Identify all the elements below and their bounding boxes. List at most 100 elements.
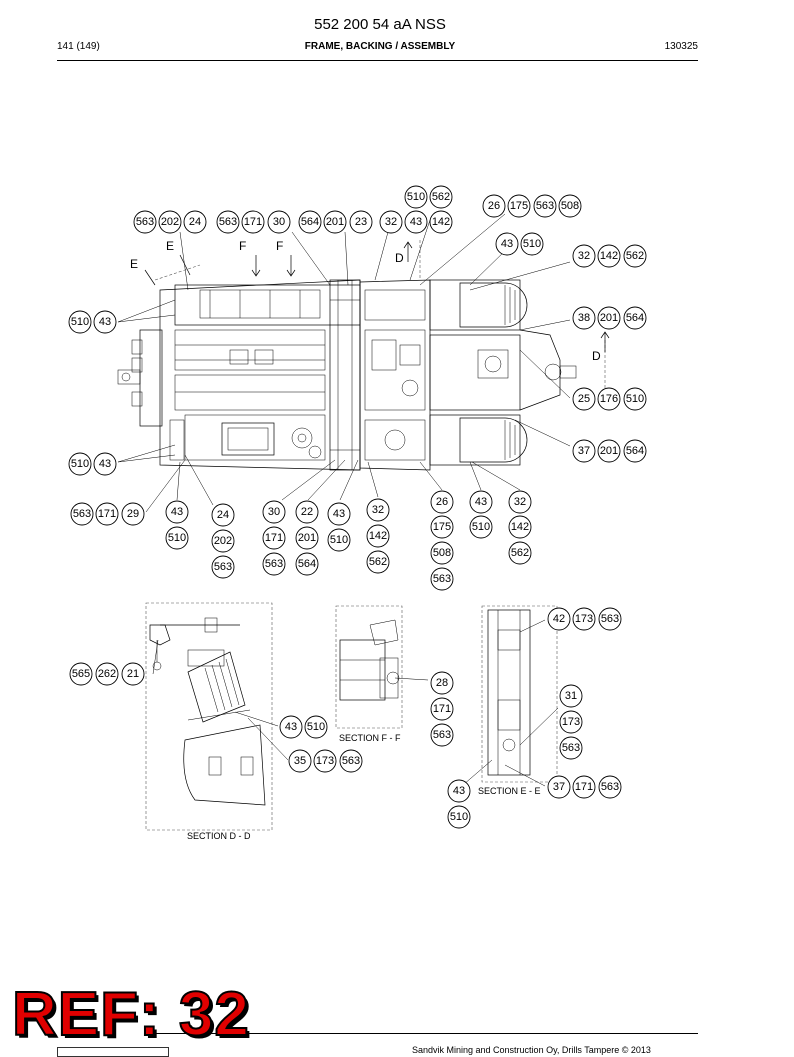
part-bubble: 43: [404, 210, 428, 234]
part-bubble: 510: [520, 232, 544, 256]
svg-text:562: 562: [511, 547, 529, 559]
leader-lines: [117, 213, 571, 513]
part-bubble: 23: [349, 210, 373, 234]
svg-text:562: 562: [369, 556, 387, 568]
part-bubble: 262: [95, 662, 119, 686]
part-bubble: 563: [598, 607, 622, 631]
svg-text:42: 42: [553, 613, 565, 625]
footer-rule: [150, 1033, 698, 1034]
section-e-e-view: SECTION E - E: [462, 605, 559, 796]
footer-copyright: Sandvik Mining and Construction Oy, Dril…: [412, 1045, 651, 1055]
part-bubble: 24: [183, 210, 207, 234]
part-bubble: 171: [241, 210, 265, 234]
svg-text:142: 142: [600, 250, 618, 262]
svg-text:24: 24: [189, 216, 201, 228]
part-bubble: 171: [262, 526, 286, 550]
view-letter-e: E: [166, 239, 174, 253]
part-bubble: 43: [447, 779, 471, 803]
brand-logo-strip: [57, 1047, 169, 1057]
svg-text:23: 23: [355, 216, 367, 228]
svg-text:510: 510: [523, 238, 541, 250]
svg-text:510: 510: [168, 532, 186, 544]
part-bubble: 508: [558, 194, 582, 218]
part-bubble: 171: [430, 697, 454, 721]
part-bubble: 201: [597, 306, 621, 330]
part-bubble: 201: [597, 439, 621, 463]
part-bubble: 565: [69, 662, 93, 686]
part-bubble: 30: [267, 210, 291, 234]
part-bubble: 24: [211, 503, 235, 527]
section-label: SECTION D - D: [187, 831, 251, 841]
svg-text:510: 510: [626, 393, 644, 405]
svg-text:563: 563: [601, 613, 619, 625]
svg-text:176: 176: [600, 393, 618, 405]
part-bubble: 26: [482, 194, 506, 218]
part-bubble: 29: [121, 502, 145, 526]
svg-text:35: 35: [294, 755, 306, 767]
part-bubble: 32: [379, 210, 403, 234]
svg-text:31: 31: [565, 690, 577, 702]
svg-text:173: 173: [562, 716, 580, 728]
part-bubble: 42: [547, 607, 571, 631]
svg-text:563: 563: [601, 781, 619, 793]
view-markers: E E F F D D: [130, 239, 610, 363]
svg-text:26: 26: [488, 200, 500, 212]
svg-text:563: 563: [136, 216, 154, 228]
svg-text:171: 171: [433, 703, 451, 715]
part-bubble: 563: [211, 555, 235, 579]
part-bubble: 201: [323, 210, 347, 234]
part-bubble: 510: [623, 387, 647, 411]
svg-text:563: 563: [73, 508, 91, 520]
part-bubble: 28: [430, 671, 454, 695]
part-bubble: 173: [572, 607, 596, 631]
svg-text:562: 562: [432, 191, 450, 203]
svg-text:43: 43: [410, 216, 422, 228]
part-bubble: 25: [572, 387, 596, 411]
part-bubble: 173: [559, 710, 583, 734]
part-bubble: 38: [572, 306, 596, 330]
page-number: 141 (149): [57, 41, 100, 52]
svg-text:43: 43: [99, 316, 111, 328]
part-bubble: 564: [295, 552, 319, 576]
part-bubble: 173: [313, 749, 337, 773]
svg-text:30: 30: [268, 506, 280, 518]
svg-text:563: 563: [562, 742, 580, 754]
svg-text:201: 201: [326, 216, 344, 228]
part-bubble: 31: [559, 684, 583, 708]
part-bubble: 37: [547, 775, 571, 799]
svg-text:29: 29: [127, 508, 139, 520]
svg-text:142: 142: [432, 216, 450, 228]
svg-text:510: 510: [330, 534, 348, 546]
svg-text:142: 142: [369, 530, 387, 542]
part-bubble: 176: [597, 387, 621, 411]
svg-text:202: 202: [214, 535, 232, 547]
part-bubble: 32: [366, 498, 390, 522]
svg-text:37: 37: [578, 445, 590, 457]
part-bubble: 142: [508, 515, 532, 539]
part-bubble: 202: [211, 529, 235, 553]
part-bubble: 563: [533, 194, 557, 218]
part-bubble: 43: [93, 310, 117, 334]
part-bubble: 175: [430, 515, 454, 539]
part-bubble: 175: [507, 194, 531, 218]
part-bubble: 510: [404, 185, 428, 209]
svg-text:43: 43: [333, 508, 345, 520]
svg-text:508: 508: [433, 547, 451, 559]
part-bubble: 142: [366, 524, 390, 548]
part-bubble: 562: [508, 541, 532, 565]
svg-text:510: 510: [71, 458, 89, 470]
document-title: 552 200 54 aA NSS: [314, 16, 446, 33]
svg-text:510: 510: [472, 521, 490, 533]
svg-text:564: 564: [626, 312, 644, 324]
svg-text:510: 510: [307, 721, 325, 733]
svg-text:43: 43: [171, 506, 183, 518]
part-bubble: 563: [70, 502, 94, 526]
svg-text:565: 565: [72, 668, 90, 680]
section-title: FRAME, BACKING / ASSEMBLY: [304, 41, 456, 52]
part-bubble: 510: [68, 452, 92, 476]
part-bubble: 43: [279, 715, 303, 739]
part-bubble: 142: [429, 210, 453, 234]
svg-text:262: 262: [98, 668, 116, 680]
svg-text:510: 510: [407, 191, 425, 203]
